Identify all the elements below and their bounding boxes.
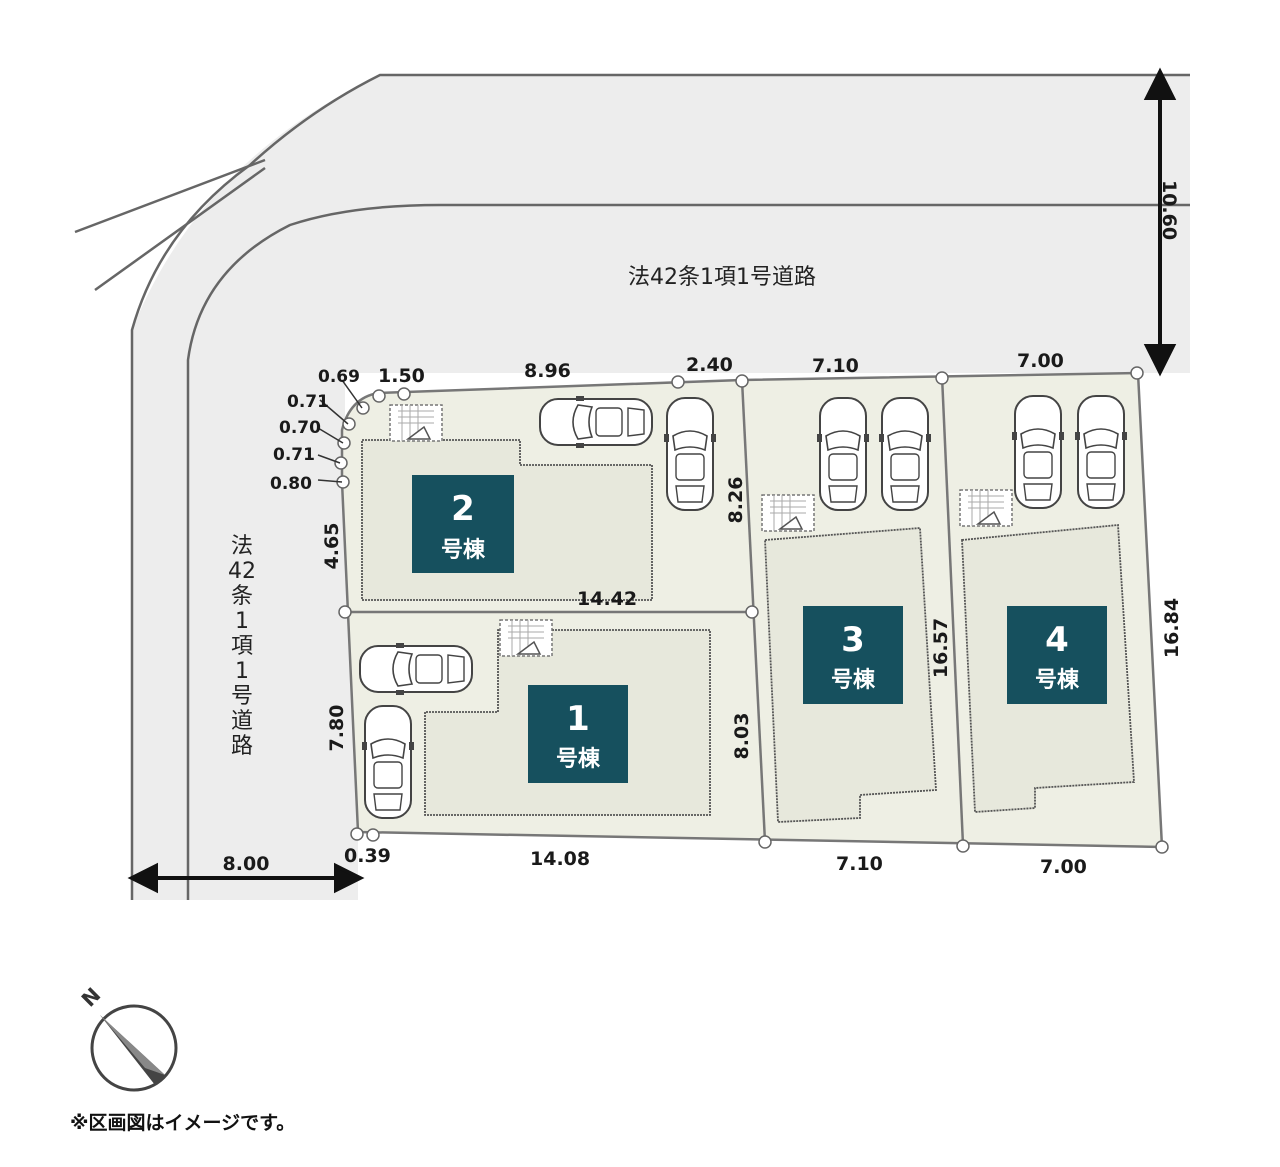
corner-cut-2: 0.71	[287, 392, 329, 412]
road-area	[132, 75, 1190, 900]
svg-text:号棟: 号棟	[441, 537, 486, 563]
house-badge-3: 3 号棟	[803, 606, 903, 704]
car-icon	[816, 397, 870, 511]
road-left-width: 8.00	[223, 853, 270, 875]
road-edge-branch	[74, 158, 266, 292]
dim-label: 8.96	[524, 360, 571, 382]
svg-text:N: N	[77, 983, 106, 1012]
house-badge-1: 1 号棟	[528, 685, 628, 783]
boundary-points	[334, 366, 1169, 854]
svg-text:42: 42	[228, 559, 256, 584]
car-icon	[1011, 395, 1065, 509]
svg-text:法: 法	[231, 534, 253, 559]
svg-text:号: 号	[231, 684, 253, 709]
dim-label: 0.39	[344, 845, 391, 867]
lot-divider-34	[940, 375, 965, 846]
dim-label: 2.40	[686, 354, 733, 376]
dim-label: 8.03	[731, 713, 753, 760]
dim-label: 16.84	[1161, 598, 1183, 658]
svg-text:条: 条	[231, 584, 253, 609]
road-edge-inner	[186, 203, 1190, 900]
svg-text:1: 1	[235, 609, 249, 634]
house-badge-4: 4 号棟	[1007, 606, 1107, 704]
svg-text:1: 1	[235, 659, 249, 684]
dim-label: 14.08	[530, 848, 590, 870]
car-icon	[1074, 395, 1128, 509]
road-left-width-arrow	[127, 862, 365, 894]
road-top-width-arrow	[1143, 67, 1177, 377]
svg-text:号棟: 号棟	[1035, 667, 1080, 693]
road-top-width: 10.60	[1158, 180, 1180, 240]
house-badge-2: 2 号棟	[412, 475, 514, 573]
corner-cut-5: 0.80	[270, 474, 312, 494]
svg-text:号棟: 号棟	[831, 667, 876, 693]
compass-icon: N	[77, 983, 178, 1092]
corner-cut-4: 0.71	[273, 445, 315, 465]
svg-text:2: 2	[451, 489, 475, 529]
svg-text:3: 3	[841, 620, 865, 660]
dim-label: 7.00	[1040, 856, 1087, 878]
disclaimer-note: ※区画図はイメージです。	[70, 1112, 296, 1134]
svg-text:4: 4	[1045, 620, 1069, 660]
entrance-tile-1	[499, 619, 553, 657]
dim-label: 7.10	[812, 355, 859, 377]
car-icon	[359, 642, 473, 696]
svg-text:道: 道	[231, 709, 253, 734]
car-icon	[361, 705, 415, 819]
svg-text:号棟: 号棟	[556, 746, 601, 772]
dim-label: 7.10	[836, 853, 883, 875]
dim-label: 16.57	[930, 618, 952, 678]
dim-label: 8.26	[725, 477, 747, 524]
entrance-tile-3	[761, 494, 815, 532]
dim-label: 14.42	[577, 588, 637, 610]
road-top-label: 法42条1項1号道路	[628, 265, 816, 290]
road-left-label: 法 42 条 1 項 1 号 道 路	[228, 534, 256, 759]
corner-cut-3: 0.70	[279, 418, 321, 438]
svg-text:項: 項	[231, 634, 253, 659]
dim-label: 4.65	[321, 523, 343, 570]
corner-cut-1: 0.69	[318, 367, 360, 387]
entrance-tile-4	[959, 489, 1013, 527]
car-icon	[539, 395, 653, 449]
car-icon	[663, 397, 717, 511]
svg-text:1: 1	[566, 699, 590, 739]
car-icon	[878, 397, 932, 511]
dim-label: 7.00	[1017, 350, 1064, 372]
dim-label: 7.80	[326, 705, 348, 752]
svg-text:路: 路	[231, 734, 253, 759]
entrance-tile-2	[389, 404, 443, 442]
dim-label: 1.50	[378, 365, 425, 387]
